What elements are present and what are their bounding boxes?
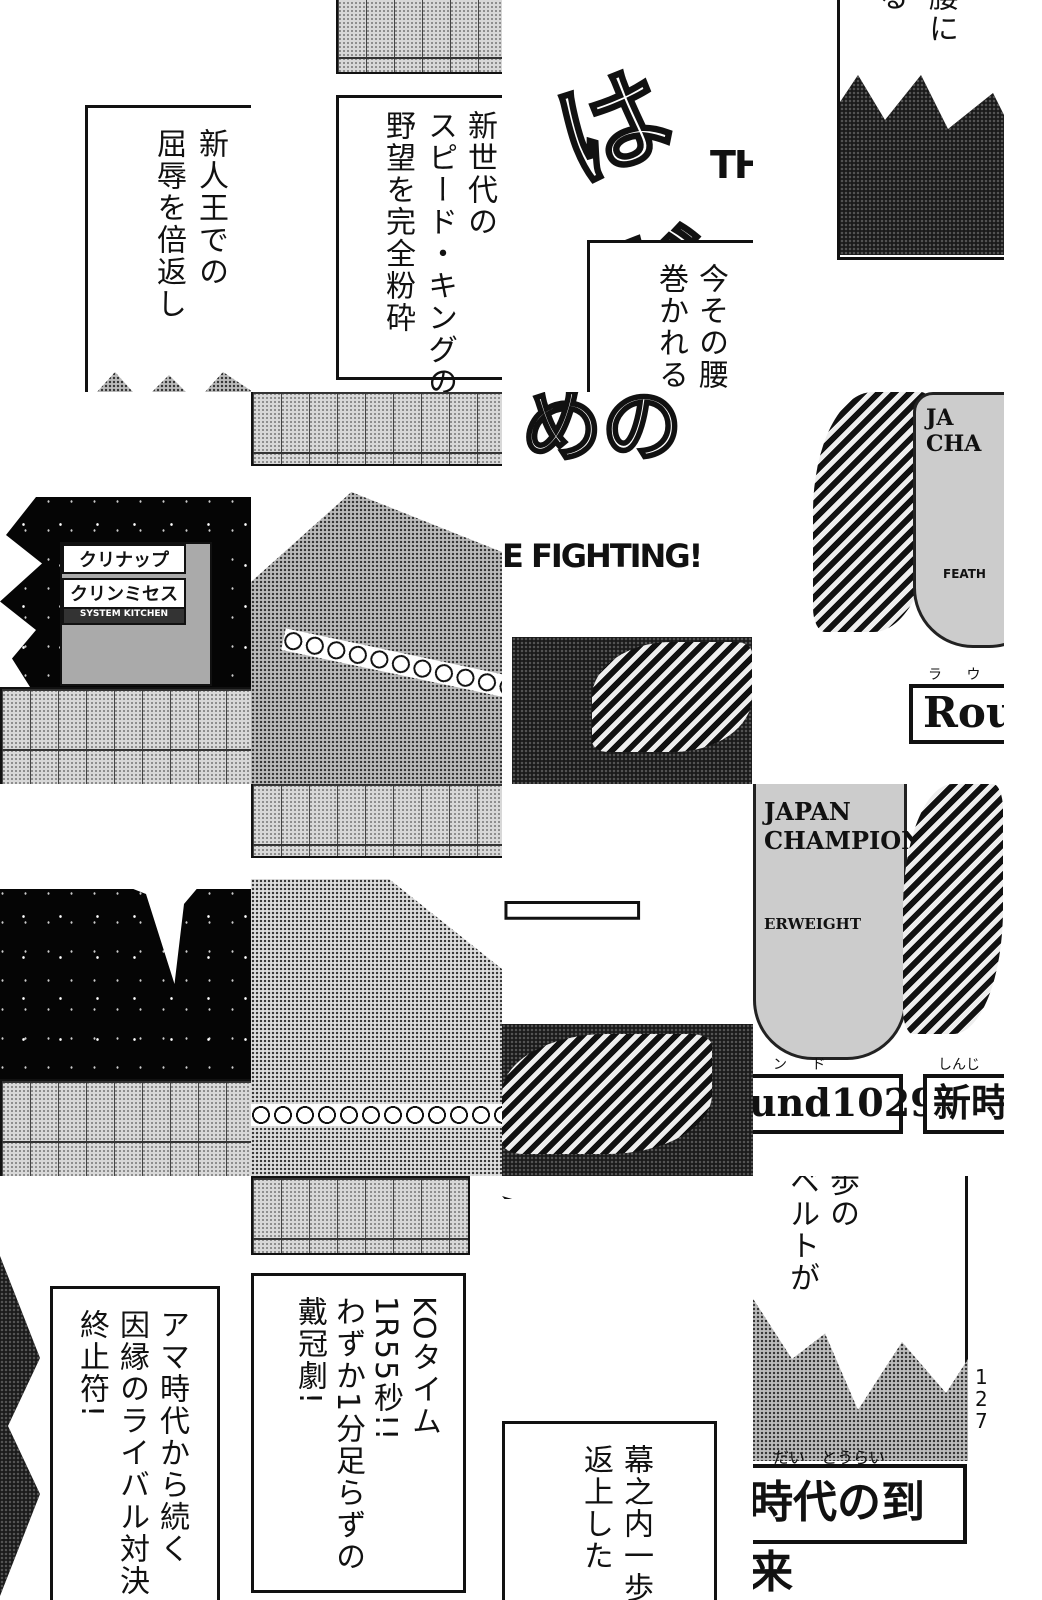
caption-line: 返上した <box>578 1444 613 1572</box>
belt-weight: FEATH <box>943 567 986 581</box>
caption-box: 幕之内一歩 返上した <box>502 1421 717 1600</box>
caption-line: る <box>866 0 914 13</box>
belt-wing <box>903 784 1003 1034</box>
tile-belt-bottom: JAPAN CHAMPION ERWEIGHT ン ド und1029 しんじ … <box>753 784 1004 1176</box>
sign-product: クリンミセス <box>62 578 186 610</box>
caption-line: KOタイム <box>406 1296 441 1438</box>
caption-box: 今その腰に 巻かれる <box>587 240 753 392</box>
building-grid <box>251 392 502 466</box>
tile-caption-rivalry: アマ時代から続く 因縁のライバル対決に 終止符! <box>0 1176 251 1600</box>
caption-box: 腰に る <box>837 0 1004 260</box>
caption-line: 今その腰に <box>693 263 728 392</box>
caption-line: 終止符! <box>74 1309 109 1420</box>
belt-text: CHAMPION <box>764 826 924 855</box>
caption-line: 幕之内一歩 <box>618 1444 653 1600</box>
caption-line: スピード・キングの <box>422 110 457 392</box>
title-ruby: だい とうらい <box>773 1448 886 1467</box>
round-label-fragment: Rou <box>909 684 1004 744</box>
building-grid <box>0 1079 251 1176</box>
building-grid <box>336 0 502 74</box>
logo-english-fragment: THI <box>710 143 753 187</box>
tile-stadium-2 <box>251 784 502 1176</box>
logo-english-fragment: E FIGHTING! <box>502 537 703 575</box>
belt-wing <box>502 1034 712 1154</box>
night-sky <box>0 889 251 1079</box>
belt-weight: ERWEIGHT <box>764 915 862 933</box>
caption-box: 歩の ベルトが <box>753 1176 968 1461</box>
belt-wing <box>592 642 752 752</box>
building-grid <box>251 784 502 858</box>
page-number: 127 <box>975 1365 988 1433</box>
tile-caption-revenge: 新人王での 屈辱を倍返し <box>0 0 251 392</box>
belt-text: JAPAN <box>764 797 851 826</box>
building-grid <box>0 687 251 784</box>
tile-stadium <box>251 392 502 784</box>
building-grid <box>251 1176 470 1255</box>
caption-line: 新人王での <box>193 128 228 288</box>
caption-box: KOタイム 1R55秒!! わずか1分足らずの 戴冠劇! <box>251 1273 466 1593</box>
tile-caption-ippo: 幕之内一歩 返上した <box>502 1176 753 1600</box>
caption-line: ベルトが <box>784 1176 819 1294</box>
title-fragment: 新時 <box>923 1074 1004 1134</box>
tile-caption-ko: KOタイム 1R55秒!! わずか1分足らずの 戴冠劇! <box>251 1176 502 1600</box>
belt-plate: JAPAN CHAMPION ERWEIGHT <box>753 784 924 1060</box>
caption-line: 戴冠劇! <box>292 1296 327 1407</box>
belt-plate: JA CHA <box>913 392 1004 648</box>
caption-line: わずか1分足らずの <box>330 1296 365 1574</box>
series-logo-shape: 一 <box>502 835 644 1001</box>
sign-tagline: SYSTEM KITCHEN <box>62 607 186 625</box>
caption-line: 歩の <box>824 1176 859 1230</box>
caption-line: 野望を完全粉砕 <box>380 110 415 334</box>
caption-line: 因縁のライバル対決に <box>114 1309 149 1600</box>
caption-line: 腰に <box>923 0 958 45</box>
chapter-title-fragment: 時代の到来 <box>753 1464 967 1598</box>
caption-box: アマ時代から続く 因縁のライバル対決に 終止符! <box>50 1286 220 1600</box>
caption-box: 新世代の スピード・キングの 野望を完全粉砕 <box>336 95 502 392</box>
tile-caption-speed-king: 新世代の スピード・キングの 野望を完全粉砕 <box>251 0 502 392</box>
tile-chapter-title: 歩の ベルトが 127 だい とうらい 時代の到来 <box>753 1176 1004 1600</box>
caption-line: 新世代の <box>462 110 497 238</box>
tile-belt-top: JA CHA FEATH ラ ウ Rou <box>753 392 1004 784</box>
tile-logo-top: はじ THI 今その腰に 巻かれる <box>502 0 753 392</box>
caption-line: 巻かれる <box>653 263 688 391</box>
title-ruby: しんじ <box>938 1057 980 1073</box>
caption-line: 1R55秒!! <box>368 1296 403 1443</box>
tile-building-sign: クリナップ クリンミセス SYSTEM KITCHEN <box>0 392 251 784</box>
tile-logo-mid: めの E FIGHTING! <box>502 392 753 784</box>
caption-line: 屈辱を倍返し <box>151 128 186 320</box>
stadium-lights <box>251 1104 502 1126</box>
tile-night <box>0 784 251 1176</box>
tile-wing: 一 <box>502 784 753 1176</box>
caption-line: アマ時代から続く <box>154 1309 189 1565</box>
sign-brand: クリナップ <box>62 544 186 574</box>
series-logo-fragment: めの <box>521 392 684 475</box>
round-ruby: ラ ウ <box>928 667 991 683</box>
stadium-roof <box>251 879 502 1176</box>
round-ruby: ン ド <box>773 1057 836 1073</box>
round-label-fragment: und1029 <box>753 1074 937 1134</box>
caption-box: 新人王での 屈辱を倍返し <box>85 105 251 392</box>
tile-caption-end: 腰に る <box>753 0 1004 392</box>
